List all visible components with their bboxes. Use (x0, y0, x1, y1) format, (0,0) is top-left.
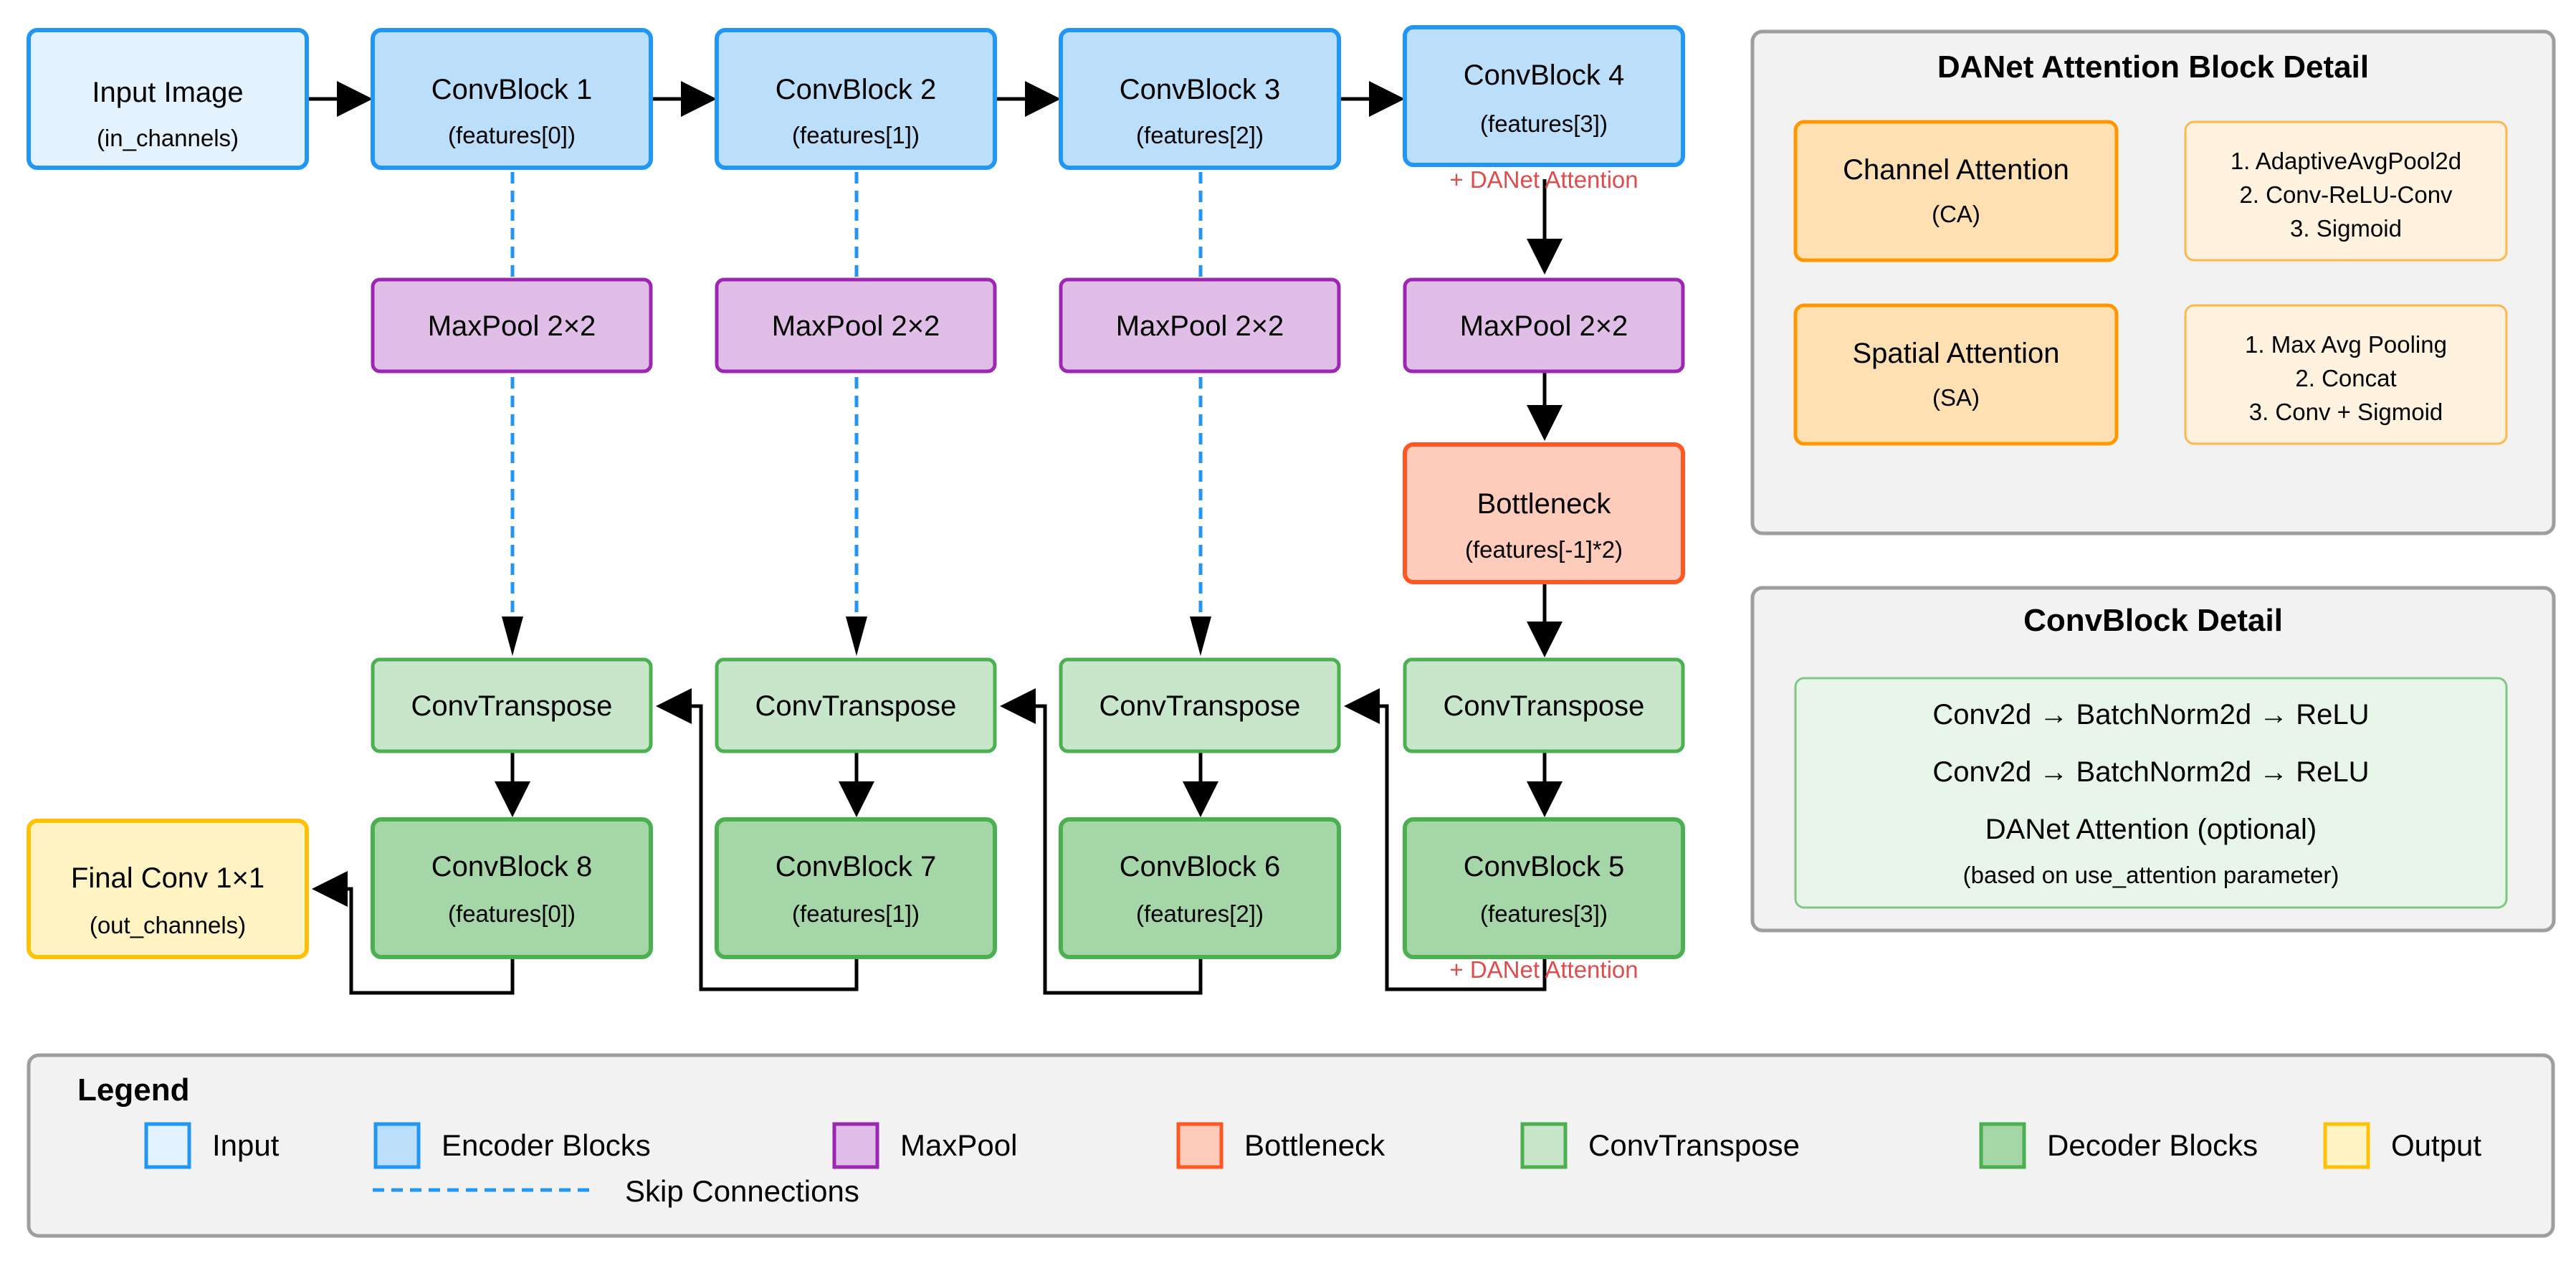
input-image-box (27, 28, 309, 170)
convtranspose-label-3: ConvTranspose (1099, 690, 1301, 722)
legend-label-skip: Skip Connections (625, 1174, 859, 1208)
final-conv-sub: (out_channels) (90, 912, 246, 938)
legend-label-encoder: Encoder Blocks (442, 1128, 651, 1162)
convblock-line-1: Conv2d → BatchNorm2d → ReLU (1932, 699, 2369, 730)
flow-connectors (307, 81, 1563, 995)
spatial-attention-steps-box (2184, 304, 2508, 445)
encoder-block-3-sub: (features[2]) (1136, 122, 1264, 148)
channel-attention-steps-box (2184, 120, 2508, 262)
maxpool-label-4: MaxPool 2×2 (1460, 310, 1628, 342)
convtranspose-label-2: ConvTranspose (755, 690, 957, 722)
channel-attention-sub: (CA) (1932, 201, 1980, 227)
skip-connections (510, 172, 1203, 617)
legend-swatch-output (2323, 1122, 2370, 1169)
channel-attention-box (1793, 120, 2119, 262)
decoder-block-8 (371, 817, 653, 959)
legend-label-bottleneck: Bottleneck (1244, 1128, 1385, 1162)
skip-arrowhead-1 (502, 617, 523, 656)
spatial-step-2: 2. Concat (2295, 365, 2396, 391)
convblock-line-2: Conv2d → BatchNorm2d → ReLU (1932, 756, 2369, 788)
channel-step-2: 2. Conv-ReLU-Conv (2239, 181, 2453, 208)
input-image-title: Input Image (92, 77, 243, 108)
decoder-block-8-title: ConvBlock 8 (431, 851, 593, 882)
decoder-block-5-sub: (features[3]) (1480, 900, 1608, 927)
final-conv-box (27, 819, 309, 959)
spatial-step-3: 3. Conv + Sigmoid (2249, 399, 2443, 425)
legend-swatch-decoder (1979, 1122, 2026, 1169)
danet-panel: DANet Attention Block Detail Channel Att… (1750, 29, 2556, 535)
maxpool-label-2: MaxPool 2×2 (772, 310, 940, 342)
spatial-attention-title: Spatial Attention (1852, 338, 2059, 369)
convblock-note: (based on use_attention parameter) (1963, 862, 2339, 888)
legend-label-convtranspose: ConvTranspose (1588, 1128, 1800, 1162)
final-conv-title: Final Conv 1×1 (71, 862, 264, 894)
maxpool-box-1 (371, 277, 653, 373)
legend-label-decoder: Decoder Blocks (2047, 1128, 2258, 1162)
legend-label-input: Input (212, 1128, 280, 1162)
convtranspose-label-1: ConvTranspose (411, 690, 613, 722)
legend: Legend Input Encoder Blocks MaxPool Bott… (27, 1053, 2555, 1238)
maxpool-label-3: MaxPool 2×2 (1116, 310, 1284, 342)
convblock-line-3: DANet Attention (optional) (1985, 814, 2317, 845)
spatial-attention-box (1793, 303, 2119, 446)
legend-label-maxpool: MaxPool (900, 1128, 1017, 1162)
convblock-panel: ConvBlock Detail Conv2d → BatchNorm2d → … (1750, 586, 2556, 933)
decoder-block-7 (715, 817, 997, 959)
encoder-block-1-sub: (features[0]) (448, 122, 576, 148)
channel-attention-title: Channel Attention (1843, 154, 2069, 186)
encoder-block-3 (1059, 28, 1341, 170)
encoder-block-2-title: ConvBlock 2 (776, 74, 937, 105)
convtranspose-box-3 (1059, 657, 1341, 753)
maxpool-box-2 (715, 277, 997, 373)
danet-panel-title: DANet Attention Block Detail (1937, 49, 2369, 85)
decoder-block-7-sub: (features[1]) (792, 900, 920, 927)
bottleneck-title: Bottleneck (1477, 488, 1612, 520)
decoder-block-6-title: ConvBlock 6 (1120, 851, 1281, 882)
legend-label-output: Output (2391, 1128, 2481, 1162)
encoder-block-2 (715, 28, 997, 170)
maxpool-label-1: MaxPool 2×2 (428, 310, 596, 342)
maxpool-box-3 (1059, 277, 1341, 373)
decoder-block-8-sub: (features[0]) (448, 900, 576, 927)
encoder-block-1 (371, 28, 653, 170)
encoder-block-4-title: ConvBlock 4 (1464, 59, 1625, 91)
encoder-block-3-title: ConvBlock 3 (1120, 74, 1281, 105)
encoder-block-1-title: ConvBlock 1 (431, 74, 593, 105)
channel-step-3: 3. Sigmoid (2290, 215, 2402, 242)
legend-title: Legend (77, 1072, 189, 1108)
convtranspose-box-2 (715, 657, 997, 753)
convtranspose-box-1 (371, 657, 653, 753)
decoder-block-6 (1059, 817, 1341, 959)
convtranspose-label-4: ConvTranspose (1444, 690, 1645, 722)
encoder-block-4-sub: (features[3]) (1480, 110, 1608, 137)
legend-swatch-maxpool (832, 1122, 879, 1169)
decoder-block-5-title: ConvBlock 5 (1464, 851, 1625, 882)
convblock-panel-title: ConvBlock Detail (2023, 603, 2283, 638)
legend-swatch-encoder (373, 1122, 421, 1169)
spatial-step-1: 1. Max Avg Pooling (2245, 331, 2447, 358)
encoder-block-4 (1403, 25, 1685, 167)
spatial-attention-sub: (SA) (1932, 384, 1980, 411)
legend-swatch-input (144, 1122, 191, 1169)
encoder-block-2-sub: (features[1]) (792, 122, 920, 148)
skip-arrowhead-2 (846, 617, 867, 656)
convtranspose-box-4 (1403, 657, 1685, 753)
legend-swatch-bottleneck (1176, 1122, 1223, 1169)
bottleneck-sub: (features[-1]*2) (1465, 536, 1623, 563)
decoder-block-5 (1403, 817, 1685, 959)
legend-swatch-convtranspose (1520, 1122, 1568, 1169)
channel-step-1: 1. AdaptiveAvgPool2d (2231, 148, 2461, 174)
decoder-block-7-title: ConvBlock 7 (776, 851, 937, 882)
decoder-block-6-sub: (features[2]) (1136, 900, 1264, 927)
decoder-attention-note: + DANet Attention (1449, 956, 1638, 983)
encoder-attention-note: + DANet Attention (1449, 166, 1638, 193)
skip-arrowhead-3 (1190, 617, 1211, 656)
input-image-sub: (in_channels) (97, 125, 239, 151)
bottleneck-box (1403, 442, 1685, 584)
maxpool-box-4 (1403, 277, 1685, 373)
convblock-detail-box (1794, 677, 2508, 909)
